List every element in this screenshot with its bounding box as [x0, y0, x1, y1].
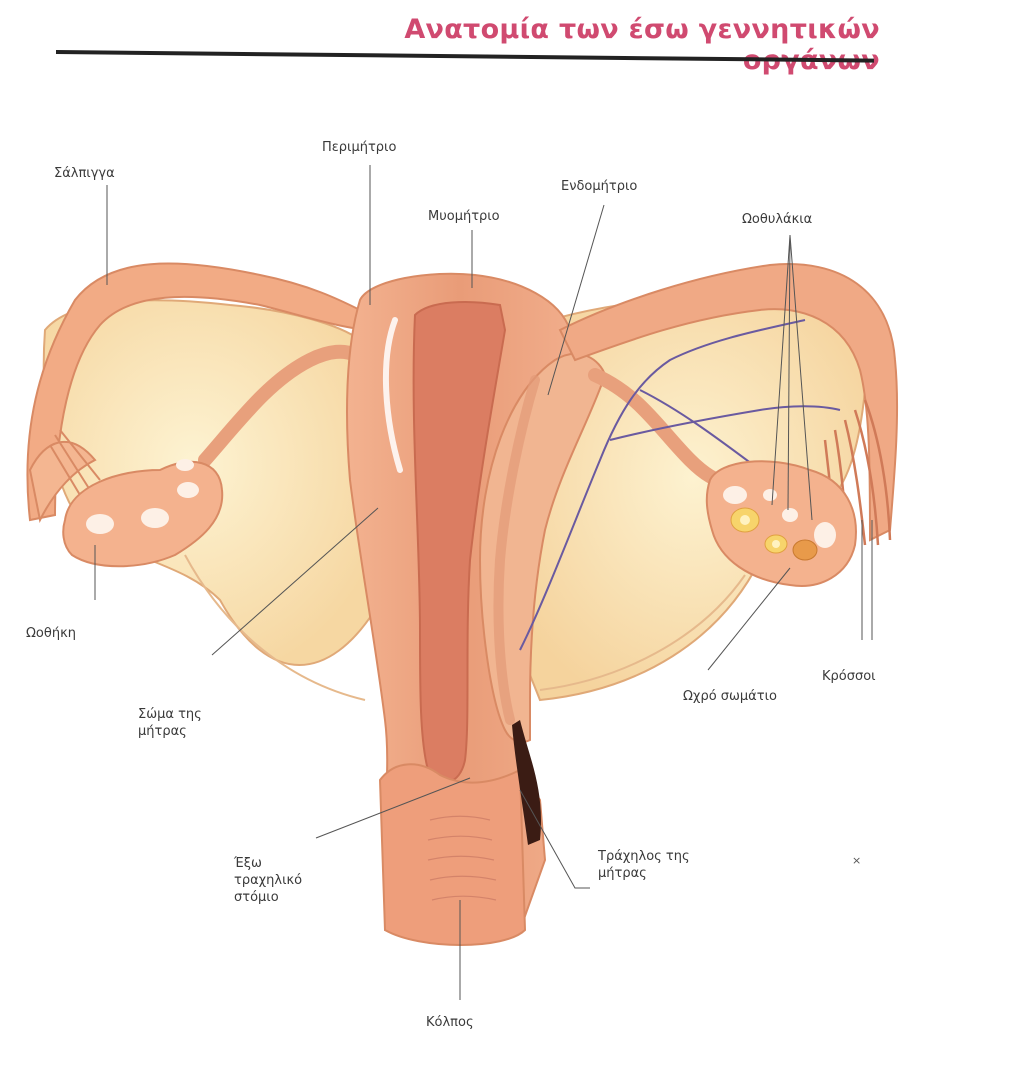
- label-corpus-luteum: Ωχρό σωμάτιο: [683, 688, 777, 705]
- stray-mark: ×: [852, 854, 861, 867]
- label-cervix-line1: Τράχηλος της: [598, 848, 690, 865]
- label-vagina: Κόλπος: [426, 1014, 474, 1031]
- label-external-os-line2: τραχηλικό: [234, 872, 302, 889]
- label-uterine-body-line1: Σώμα της: [138, 706, 202, 723]
- label-uterine-body: Σώμα της μήτρας: [138, 706, 202, 740]
- label-follicles: Ωοθυλάκια: [742, 211, 812, 228]
- label-uterine-body-line2: μήτρας: [138, 723, 202, 740]
- label-fimbriae: Κρόσσοι: [822, 668, 876, 685]
- label-salpinx: Σάλπιγγα: [54, 165, 115, 182]
- label-endometrium: Ενδομήτριο: [561, 178, 637, 195]
- label-ovary: Ωοθήκη: [26, 625, 76, 642]
- label-myometrium: Μυομήτριο: [428, 208, 500, 225]
- label-external-os-line3: στόμιο: [234, 889, 302, 906]
- label-external-os: Έξω τραχηλικό στόμιο: [234, 855, 302, 906]
- vagina: [380, 764, 525, 945]
- label-perimetrium: Περιμήτριο: [322, 139, 396, 156]
- label-cervix: Τράχηλος της μήτρας: [598, 848, 690, 882]
- label-cervix-line2: μήτρας: [598, 865, 690, 882]
- label-external-os-line1: Έξω: [234, 855, 302, 872]
